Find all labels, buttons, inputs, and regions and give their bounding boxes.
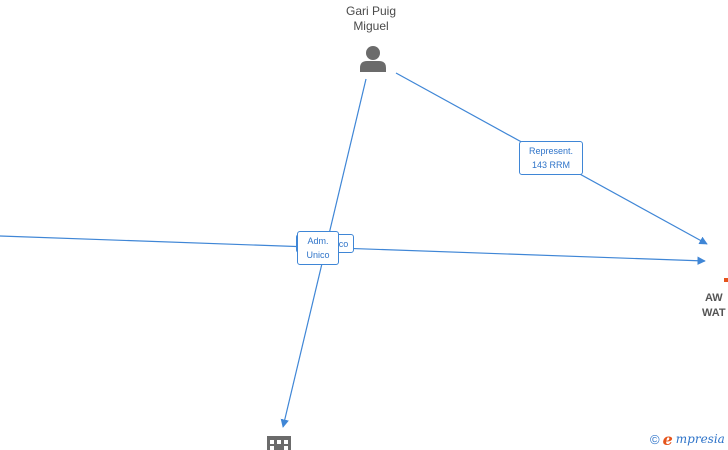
company-marker-icon [724, 278, 728, 282]
brand-initial: e [662, 429, 673, 449]
brand-name: mpresia [675, 432, 725, 446]
building-icon[interactable] [267, 436, 291, 450]
company-name-line1: AW [704, 292, 723, 304]
person-icon[interactable] [360, 46, 386, 72]
company-node-name[interactable]: AW WAT [702, 291, 726, 321]
represent-label-line2: 143 RRM [531, 160, 570, 170]
person-name-line1: Gari Puig [345, 4, 397, 18]
copyright-icon: © [650, 431, 660, 447]
edge-label-represent[interactable]: Represent. 143 RRM [519, 141, 583, 175]
edge-label-adm-unico[interactable]: Adm. Unico [297, 231, 339, 265]
adm-label-line2: Unico [306, 250, 330, 260]
represent-label-line1: Represent. [528, 146, 574, 156]
adm-label-line1: Adm. [307, 236, 329, 246]
company-name-line2: WAT [702, 307, 726, 319]
person-node-name[interactable]: Gari Puig Miguel [330, 4, 412, 34]
person-name-line2: Miguel [353, 19, 389, 33]
